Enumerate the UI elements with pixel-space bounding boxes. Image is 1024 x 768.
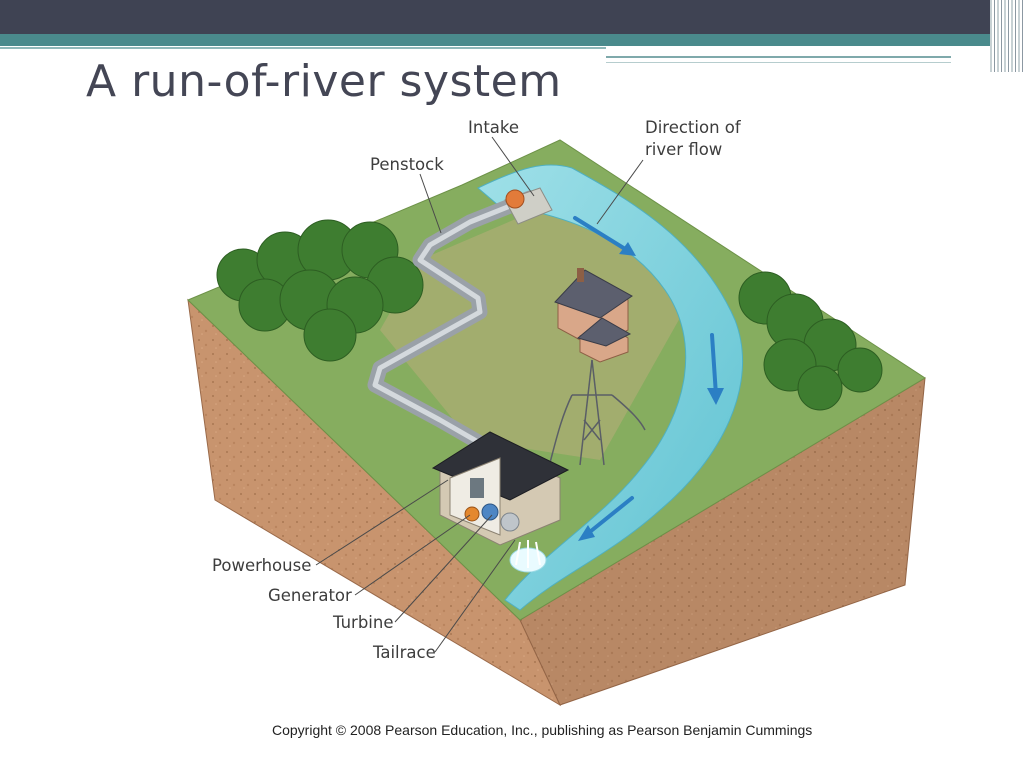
header-stripes [990,0,1024,72]
river [477,164,744,611]
header-right-rule-thin [606,62,951,63]
label-tailrace: Tailrace [372,643,436,662]
leader-lines [315,136,644,653]
soil-shade [520,378,925,705]
label-powerhouse: Powerhouse [212,556,311,575]
transmission-tower [547,359,646,471]
copyright-notice: Copyright © 2008 Pearson Education, Inc.… [272,722,813,738]
label-turbine: Turbine [332,613,393,632]
label-intake: Intake [468,118,519,137]
label-direction-line1: Direction of [645,118,742,137]
label-penstock: Penstock [370,155,444,174]
slide-title: A run-of-river system [86,56,562,107]
header-rule [0,47,606,49]
trees-left [216,219,424,362]
tailrace-splash [509,540,547,573]
header-accent-band [0,34,1024,46]
trees-right [738,271,883,411]
intake-structure [504,187,553,225]
house [554,268,633,363]
flow-arrowheads [578,242,724,541]
powerhouse [431,431,570,546]
label-direction-line2: river flow [645,140,722,159]
header-right-rule [606,56,951,58]
flow-arrows [573,216,718,537]
label-generator: Generator [268,586,352,605]
header-band [0,0,1024,34]
